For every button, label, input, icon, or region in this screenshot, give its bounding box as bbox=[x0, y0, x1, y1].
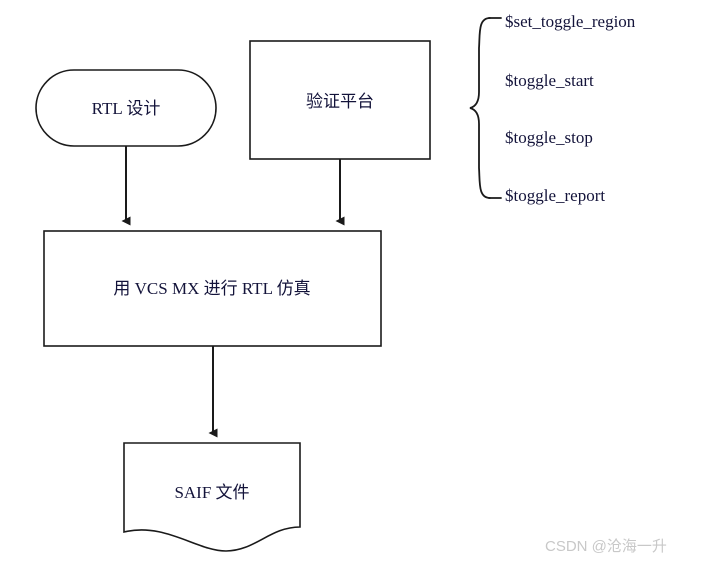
node-rtl-simulation-label: 用 VCS MX 进行 RTL 仿真 bbox=[113, 279, 310, 298]
node-rtl-design-label: RTL 设计 bbox=[92, 99, 161, 118]
node-verification-platform-label: 验证平台 bbox=[306, 92, 374, 111]
system-task-toggle-start[interactable]: $toggle_start bbox=[505, 71, 594, 90]
node-rtl-simulation[interactable]: 用 VCS MX 进行 RTL 仿真 bbox=[43, 230, 382, 347]
csdn-watermark: CSDN @沧海一升 bbox=[545, 538, 667, 555]
system-task-toggle-report[interactable]: $toggle_report bbox=[505, 186, 605, 205]
node-rtl-simulation-shape bbox=[43, 230, 382, 347]
node-verification-platform[interactable]: 验证平台 bbox=[249, 40, 431, 160]
system-task-set-toggle-region[interactable]: $set_toggle_region bbox=[505, 12, 636, 31]
node-saif-file[interactable]: SAIF 文件 bbox=[123, 442, 301, 552]
system-task-brace-path bbox=[469, 17, 491, 199]
system-task-brace bbox=[469, 17, 502, 199]
node-verification-platform-shape bbox=[249, 40, 431, 160]
system-task-toggle-stop[interactable]: $toggle_stop bbox=[505, 128, 593, 147]
system-task-list: $set_toggle_region $toggle_start $toggle… bbox=[505, 12, 636, 205]
node-saif-file-label: SAIF 文件 bbox=[174, 483, 249, 502]
node-saif-file-shape bbox=[123, 442, 301, 552]
node-rtl-design[interactable]: RTL 设计 bbox=[35, 69, 217, 147]
